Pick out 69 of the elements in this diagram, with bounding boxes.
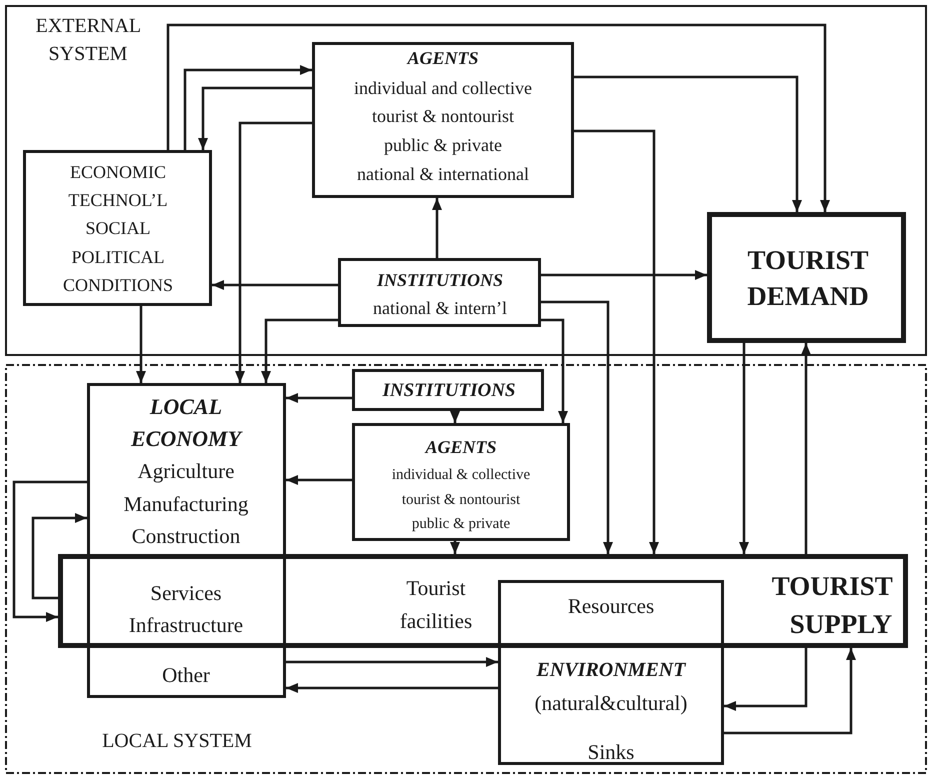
arrow bbox=[724, 648, 856, 734]
process-box bbox=[87, 383, 286, 698]
node-text: Services bbox=[150, 580, 222, 607]
arrow bbox=[724, 648, 808, 711]
arrow bbox=[541, 318, 568, 423]
node-text: Manufacturing bbox=[124, 491, 248, 518]
process-box bbox=[498, 580, 724, 765]
arrow bbox=[801, 343, 811, 554]
node-text: (natural&cultural) bbox=[534, 690, 688, 717]
node-heading: TOURIST DEMAND bbox=[747, 244, 869, 313]
process-box bbox=[707, 212, 906, 343]
arrow bbox=[286, 683, 498, 693]
arrow bbox=[541, 270, 707, 280]
node-text: LOCAL SYSTEM bbox=[102, 729, 252, 754]
node-text: national & international bbox=[357, 163, 529, 186]
node-text: Construction bbox=[132, 523, 240, 550]
node-heading: AGENTS bbox=[408, 47, 478, 70]
node-text: Resources bbox=[568, 593, 654, 620]
arrow bbox=[166, 24, 830, 212]
process-box bbox=[352, 369, 544, 411]
node-text: Infrastructure bbox=[128, 612, 244, 639]
node-text: TECHNOL’L bbox=[68, 189, 168, 212]
system-boundary bbox=[5, 364, 927, 774]
arrow bbox=[739, 343, 749, 554]
node-heading: TOURIST SUPPLY bbox=[772, 570, 892, 641]
arrow bbox=[574, 76, 802, 212]
node-text: individual & collective bbox=[392, 466, 530, 485]
process-box bbox=[312, 42, 574, 198]
arrow bbox=[450, 541, 460, 554]
node-heading: INSTITUTIONS bbox=[382, 379, 516, 403]
node-text: Agriculture bbox=[138, 458, 234, 485]
node-text: Other bbox=[162, 662, 210, 689]
node-heading: ENVIRONMENT bbox=[536, 658, 686, 683]
arrow bbox=[32, 513, 87, 600]
node-text: tourist & nontourist bbox=[402, 491, 520, 510]
node-text: national & intern’l bbox=[373, 297, 507, 320]
node-heading: LOCAL ECONOMY bbox=[131, 393, 241, 453]
arrow bbox=[432, 198, 442, 258]
arrow bbox=[235, 122, 312, 383]
node-heading: INSTITUTIONS bbox=[376, 269, 504, 292]
node-text: EXTERNAL SYSTEM bbox=[36, 14, 140, 67]
node-text: individual and collective bbox=[354, 77, 532, 100]
arrow bbox=[184, 65, 312, 150]
node-text: tourist & nontourist bbox=[372, 105, 514, 128]
arrow bbox=[286, 475, 352, 485]
arrow bbox=[136, 306, 146, 383]
arrow bbox=[286, 657, 498, 667]
supply-band bbox=[58, 554, 908, 648]
process-box bbox=[352, 423, 570, 541]
node-heading: AGENTS bbox=[426, 436, 496, 459]
arrow bbox=[261, 318, 338, 383]
arrow bbox=[286, 393, 352, 403]
node-text: Sinks bbox=[588, 739, 634, 766]
node-text: POLITICAL bbox=[72, 246, 164, 269]
arrow bbox=[574, 130, 659, 554]
node-text: SOCIAL bbox=[86, 217, 150, 240]
node-text: public & private bbox=[384, 134, 502, 157]
arrow bbox=[450, 411, 460, 423]
system-boundary bbox=[5, 5, 927, 356]
node-text: CONDITIONS bbox=[63, 274, 173, 297]
node-text: public & private bbox=[412, 515, 510, 534]
arrow bbox=[12, 480, 87, 622]
node-text: ECONOMIC bbox=[70, 161, 166, 184]
arrow bbox=[198, 86, 312, 150]
process-box bbox=[23, 150, 212, 306]
arrow bbox=[541, 300, 613, 554]
process-box bbox=[338, 258, 541, 327]
node-text: Tourist facilities bbox=[400, 575, 472, 635]
arrow bbox=[212, 280, 338, 290]
